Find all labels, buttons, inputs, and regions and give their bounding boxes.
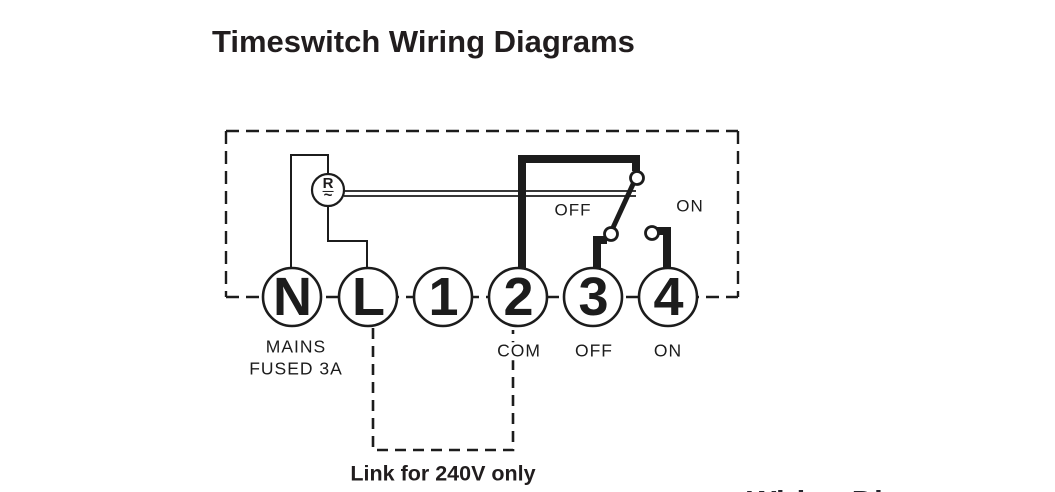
off-contact-dot: [603, 226, 619, 242]
mains-caption-line1: MAINS: [265, 336, 327, 357]
terminal-label-3: 3: [578, 267, 608, 327]
terminal-circle-3: [562, 266, 624, 328]
switch-arm: [608, 180, 637, 234]
pivot-contact-dot: [629, 170, 645, 186]
terminal-circle-2: [487, 266, 549, 328]
cutoff-section-heading: Wiring Diagrams: [747, 484, 993, 492]
switch-on-label: ON: [676, 196, 704, 216]
motor-symbol: R ~: [322, 174, 334, 204]
off-contact-wire: [593, 236, 607, 272]
terminal-label-1: 1: [428, 267, 458, 327]
terminal-circle-4: [637, 266, 699, 328]
on-contact-wire: [656, 227, 671, 272]
terminal-circle-1: [412, 266, 474, 328]
live-wire: [327, 204, 368, 272]
com-caption: COM: [494, 342, 544, 360]
motor-circle: [310, 172, 346, 208]
terminal-circle-l: [337, 266, 399, 328]
on-caption: ON: [653, 340, 683, 361]
com-wire-thick: [518, 155, 640, 272]
switch-off-label: OFF: [554, 200, 592, 220]
off-caption: OFF: [575, 340, 613, 361]
mains-caption-line2: FUSED 3A: [249, 358, 343, 379]
neutral-wire: [290, 154, 329, 272]
terminal-label-n: N: [273, 267, 312, 327]
motor-label: R: [322, 174, 334, 192]
on-contact-dot: [644, 225, 660, 241]
terminal-label-4: 4: [653, 267, 683, 327]
terminal-circle-n: [261, 266, 323, 328]
page-title: Timeswitch Wiring Diagrams: [212, 24, 635, 59]
terminal-label-2: 2: [503, 267, 533, 327]
link-note: Link for 240V only: [350, 461, 536, 486]
link-240v-dashed-wire: [371, 328, 515, 452]
terminal-label-l: L: [352, 267, 385, 327]
motor-ac-symbol: ~: [323, 186, 333, 204]
